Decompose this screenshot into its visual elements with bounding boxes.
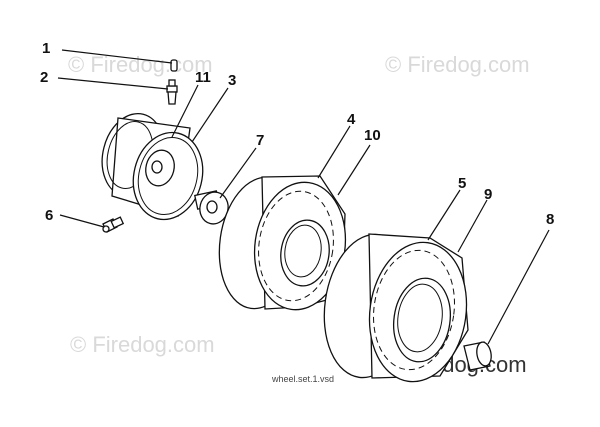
bolt-part	[102, 216, 125, 233]
callout-9: 9	[484, 186, 492, 203]
tire-part	[218, 175, 347, 311]
callout-11: 11	[195, 69, 211, 86]
callout-4: 4	[347, 111, 356, 128]
leader-line-7	[219, 147, 257, 199]
callout-3: 3	[228, 72, 236, 89]
leader-line-8	[487, 229, 550, 345]
watermark-top-left: © Firedog.com	[68, 52, 213, 77]
tire-large-part	[323, 233, 469, 383]
diagram-caption: wheel.set.1.vsd	[271, 374, 334, 384]
leader-line-10	[337, 144, 371, 196]
leader-line-2	[57, 77, 169, 90]
wheel-rim-part	[101, 112, 204, 221]
callout-5: 5	[458, 175, 466, 192]
watermark-bottom-left: © Firedog.com	[70, 332, 215, 357]
end-cap-part	[463, 341, 492, 371]
callout-8: 8	[546, 211, 554, 228]
leader-line-5	[427, 189, 461, 241]
leader-line-4	[317, 125, 351, 179]
leader-line-1	[61, 49, 173, 64]
watermark-top-right: © Firedog.com	[385, 52, 530, 77]
leader-line-3	[191, 87, 229, 143]
leader-line-6	[59, 214, 105, 228]
valve-stem-part	[166, 79, 178, 105]
callout-1: 1	[42, 40, 50, 57]
leader-line-9	[457, 199, 488, 253]
callout-2: 2	[40, 69, 48, 86]
callout-10: 10	[364, 127, 381, 144]
valve-cap-part	[170, 59, 178, 72]
callout-7: 7	[256, 132, 264, 149]
callout-6: 6	[45, 207, 53, 224]
bushing-part	[194, 190, 229, 225]
leader-line-11	[171, 84, 199, 138]
